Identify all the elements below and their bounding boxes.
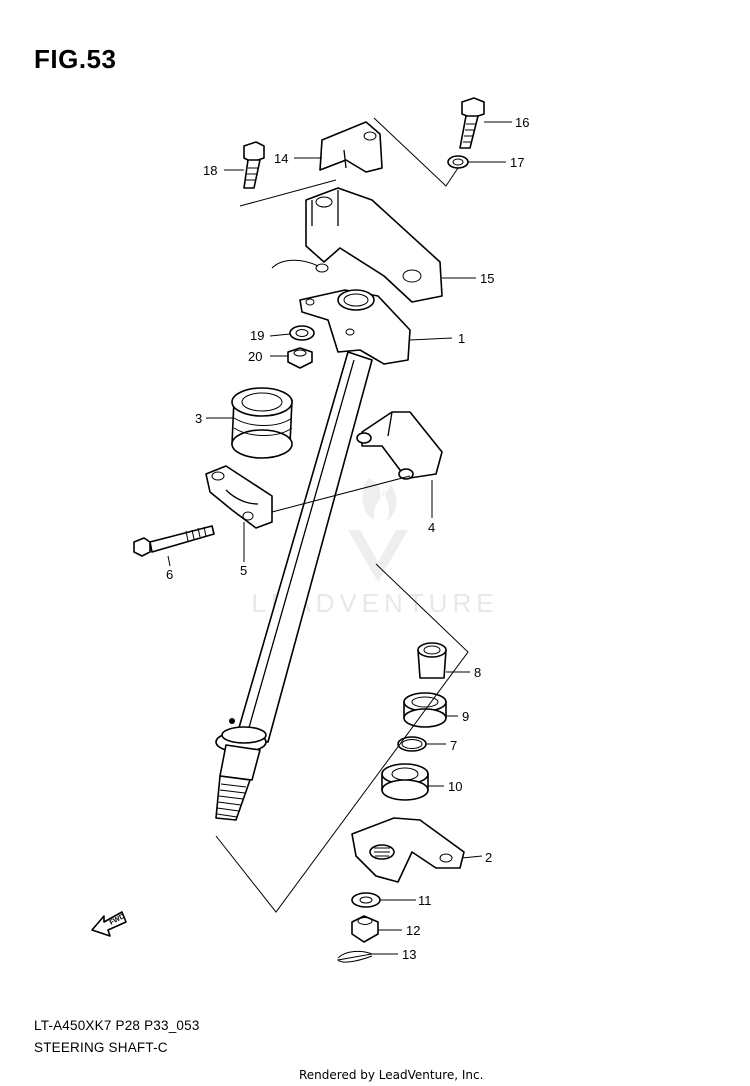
callout-2: 2 (485, 850, 492, 865)
steering-shaft (215, 351, 373, 821)
bolt-16 (459, 97, 485, 149)
cotter-pin-13 (336, 950, 374, 963)
assembly-lines (215, 117, 469, 913)
handlebar-holder-lower (271, 187, 443, 303)
handlebar-holder-upper (319, 121, 383, 173)
callout-12: 12 (406, 923, 420, 938)
nut-12 (351, 915, 379, 943)
callout-18: 18 (203, 163, 217, 178)
steering-arm-2 (351, 817, 465, 883)
callout-5: 5 (240, 563, 247, 578)
callout-17: 17 (510, 155, 524, 170)
circlip-7 (397, 736, 427, 752)
callout-7: 7 (450, 738, 457, 753)
callout-20: 20 (248, 349, 262, 364)
callout-9: 9 (462, 709, 469, 724)
callout-10: 10 (448, 779, 462, 794)
upper-bracket (299, 289, 411, 365)
leader-lines (167, 121, 512, 955)
callout-16: 16 (515, 115, 529, 130)
callout-labels: 1 2 3 4 5 6 7 8 9 10 11 12 13 14 15 16 1… (166, 115, 529, 962)
washer-11 (351, 892, 381, 908)
callout-11: 11 (418, 893, 432, 908)
model-line: LT-A450XK7 P28 P33_053 (34, 1018, 200, 1033)
washer-19 (289, 325, 315, 341)
bolt-18 (243, 141, 265, 189)
figure-name: STEERING SHAFT-C (34, 1040, 168, 1055)
callout-8: 8 (474, 665, 481, 680)
shaft-holder-4 (356, 411, 443, 480)
bushing-8 (417, 642, 447, 679)
callout-3: 3 (195, 411, 202, 426)
oil-seal-9 (403, 692, 447, 728)
render-credit: Rendered by LeadVenture, Inc. (299, 1068, 484, 1082)
callout-14: 14 (274, 151, 288, 166)
fwd-arrow-icon: FWD (91, 911, 127, 937)
figure-title: FIG.53 (34, 44, 117, 74)
nut-20 (287, 347, 313, 369)
bushing-3 (231, 387, 293, 459)
bearing-10 (381, 763, 429, 801)
callout-15: 15 (480, 271, 494, 286)
callout-1: 1 (458, 331, 465, 346)
callout-6: 6 (166, 567, 173, 582)
holder-clamp-5 (205, 465, 273, 529)
bolt-6 (133, 525, 215, 557)
callout-13: 13 (402, 947, 416, 962)
callout-4: 4 (428, 520, 435, 535)
washer-17 (447, 155, 469, 169)
callout-19: 19 (250, 328, 264, 343)
